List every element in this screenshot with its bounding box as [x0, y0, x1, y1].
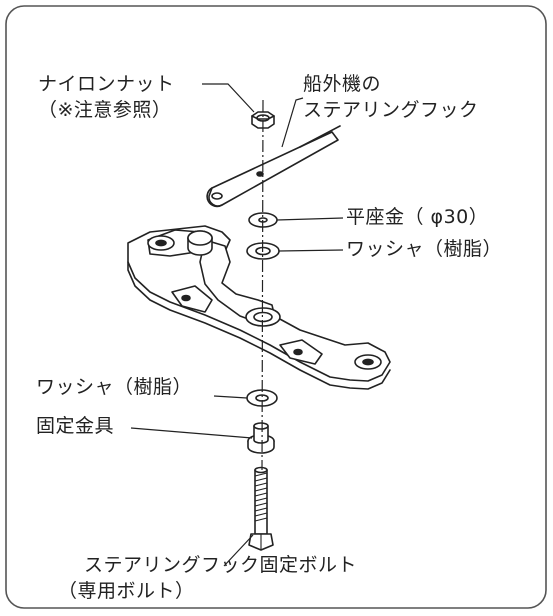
label-fixing-bracket: 固定金具	[36, 415, 115, 437]
leader-steering-hook	[281, 97, 304, 148]
leader-washer-lower	[213, 395, 248, 399]
center-axis	[261, 99, 264, 471]
label-nylon-nut: ナイロンナット	[38, 73, 175, 95]
leader-bolt	[223, 534, 254, 567]
label-nylon-nut-note: （※注意参照）	[38, 99, 172, 121]
leader-flat-washer	[276, 217, 344, 221]
label-flat-washer: 平座金（ φ30）	[346, 206, 489, 228]
steering-hook-arm	[206, 125, 341, 208]
bracket-pivot-boss	[147, 230, 213, 256]
label-resin-washer-lower: ワッシャ（樹脂）	[36, 376, 193, 398]
leader-fixing-bracket	[130, 427, 253, 439]
leader-washer-upper	[278, 249, 344, 252]
label-bolt-line1: ステアリングフック固定ボルト	[84, 554, 358, 576]
diagram-frame	[5, 5, 547, 609]
label-outboard-line1: 船外機の	[303, 73, 382, 95]
label-resin-washer-upper: ワッシャ（樹脂）	[346, 238, 503, 260]
nylon-nut	[251, 111, 275, 129]
leader-nylon-nut	[202, 83, 255, 113]
label-bolt-line2: （専用ボルト）	[58, 580, 195, 602]
label-outboard-line2: ステアリングフック	[303, 99, 479, 121]
fixing-bolt	[248, 466, 274, 551]
fixing-bracket-collar	[247, 422, 275, 454]
